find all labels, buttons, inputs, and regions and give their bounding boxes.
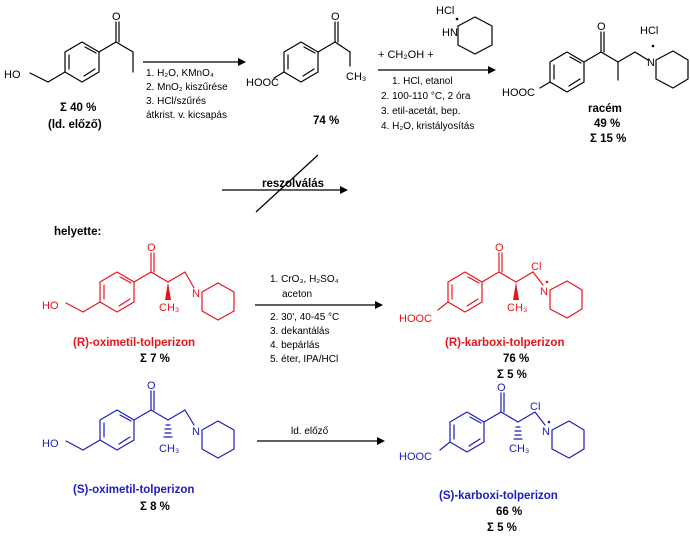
acid-yield: 74 % (313, 115, 339, 127)
s-product-sum: Σ 5 % (487, 522, 517, 534)
r-conditions: 1. CrO₃, H₂SO₄ aceton 2. 30', 40-45 °C 3… (270, 274, 339, 365)
racemic-molecule: HOOC O HCl N racém 49 % Σ 15 % (502, 21, 689, 145)
s-product-hooc: HOOC (399, 451, 432, 463)
s-product-label: (S)-karboxi-tolperizon (439, 490, 558, 502)
svg-text:3. etil-acetát, bep.: 3. etil-acetát, bep. (381, 106, 461, 117)
svg-text:4. bepárlás: 4. bepárlás (270, 340, 319, 351)
r-product-sum: Σ 5 % (497, 369, 527, 381)
r-product-n: N (540, 286, 548, 298)
r-start-sum: Σ 7 % (140, 353, 170, 365)
acid-hooc-label: HOOC (246, 77, 279, 89)
s-start-o: O (147, 380, 156, 392)
r-start-ho: HO (42, 300, 59, 312)
racemic-yield: 49 % (594, 118, 620, 130)
svg-text:aceton: aceton (282, 289, 312, 300)
r-product-molecule: HOOC O CH₃ N Cl (R)-karboxi-tolperizon (399, 242, 583, 349)
step2-reagents: HCl HN + CH₂OH + (378, 5, 493, 61)
s-start-sum: Σ 8 % (140, 501, 170, 513)
svg-text:3. HCl/szűrés: 3. HCl/szűrés (146, 96, 206, 107)
arrow-s-head (377, 437, 385, 445)
racemic-hcl-label: HCl (640, 25, 658, 37)
r-start-o: O (147, 242, 156, 254)
instead-label: helyette: (54, 226, 101, 238)
s-product-ch3: CH₃ (509, 443, 529, 455)
nh-reagent: HN (442, 27, 458, 39)
plus-ch2oh: + CH₂OH + (378, 49, 434, 61)
svg-text:átkrist. v. kicsapás: átkrist. v. kicsapás (146, 110, 227, 121)
acid-ch3-label: CH₃ (346, 71, 366, 83)
s-start-label: (S)-oximetil-tolperizon (73, 484, 194, 496)
svg-text:1. H₂O, KMnO₄: 1. H₂O, KMnO₄ (146, 68, 214, 79)
r-start-label: (R)-oximetil-tolperizon (73, 337, 195, 349)
r-product-o: O (495, 242, 504, 254)
step2-conditions: 1. HCl, etanol 2. 100-110 °C, 2 óra 3. e… (381, 76, 474, 132)
r-product-ch3: CH₃ (507, 302, 527, 314)
r-product-cl: Cl (531, 261, 541, 273)
svg-text:5. éter, IPA/HCl: 5. éter, IPA/HCl (270, 354, 338, 365)
arrow-r-head (375, 301, 383, 309)
start-yield: Σ 40 % (60, 102, 96, 114)
start-o-label: O (112, 11, 121, 23)
start-ho-label: HO (4, 69, 21, 81)
svg-text:2. 100-110 °C, 2 óra: 2. 100-110 °C, 2 óra (381, 91, 471, 102)
s-start-ch3: CH₃ (159, 443, 179, 455)
r-product-label: (R)-karboxi-tolperizon (445, 337, 564, 349)
step1-conditions: 1. H₂O, KMnO₄ 2. MnO₂ kiszűrése 3. HCl/s… (146, 68, 228, 121)
arrow-1-head (238, 58, 246, 66)
s-product-n: N (542, 426, 550, 438)
racemic-n-label: N (647, 57, 655, 69)
r-start-n: N (192, 288, 200, 300)
svg-text:2. 30', 40-45 °C: 2. 30', 40-45 °C (270, 312, 339, 323)
start-molecule: HO O Σ 40 % (ld. előző) (4, 11, 134, 131)
svg-text:4. H₂O, kristályosítás: 4. H₂O, kristályosítás (381, 121, 474, 132)
acid-o-label: O (331, 11, 340, 23)
s-conditions: ld. előző (291, 426, 329, 437)
r-product-yield: 76 % (503, 353, 529, 365)
s-start-molecule: HO O CH₃ N (S)-oximetil-tolperizon (42, 380, 235, 496)
svg-text:1. CrO₃, H₂SO₄: 1. CrO₃, H₂SO₄ (270, 274, 339, 285)
s-product-cl: Cl (530, 401, 540, 413)
racemic-hooc-label: HOOC (502, 87, 535, 99)
svg-text:3. dekantálás: 3. dekantálás (270, 326, 330, 337)
s-product-molecule: HOOC O CH₃ N Cl (S)-karboxi-tolperizon (399, 382, 585, 502)
r-start-ch3: CH₃ (159, 302, 179, 314)
racemic-sum: Σ 15 % (590, 133, 626, 145)
resolution-label: reszolválás (262, 178, 324, 190)
hcl-reagent: HCl (436, 5, 454, 17)
arrow-2-head (488, 66, 496, 74)
svg-text:1. HCl, etanol: 1. HCl, etanol (392, 76, 453, 87)
s-product-yield: 66 % (496, 506, 522, 518)
racemic-o-label: O (597, 21, 606, 33)
r-start-molecule: HO O CH₃ N (R)-oximetil-tolperizon (42, 242, 235, 349)
svg-text:2. MnO₂ kiszűrése: 2. MnO₂ kiszűrése (146, 82, 228, 93)
resolution-arrow: reszolválás (222, 154, 348, 213)
s-product-o: O (497, 382, 506, 394)
s-start-ho: HO (42, 438, 59, 450)
racemic-label: racém (588, 103, 622, 115)
acid-molecule: HOOC O CH₃ 74 % (246, 11, 366, 127)
r-product-hooc: HOOC (399, 313, 432, 325)
start-note: (ld. előző) (48, 119, 102, 131)
s-start-n: N (192, 426, 200, 438)
